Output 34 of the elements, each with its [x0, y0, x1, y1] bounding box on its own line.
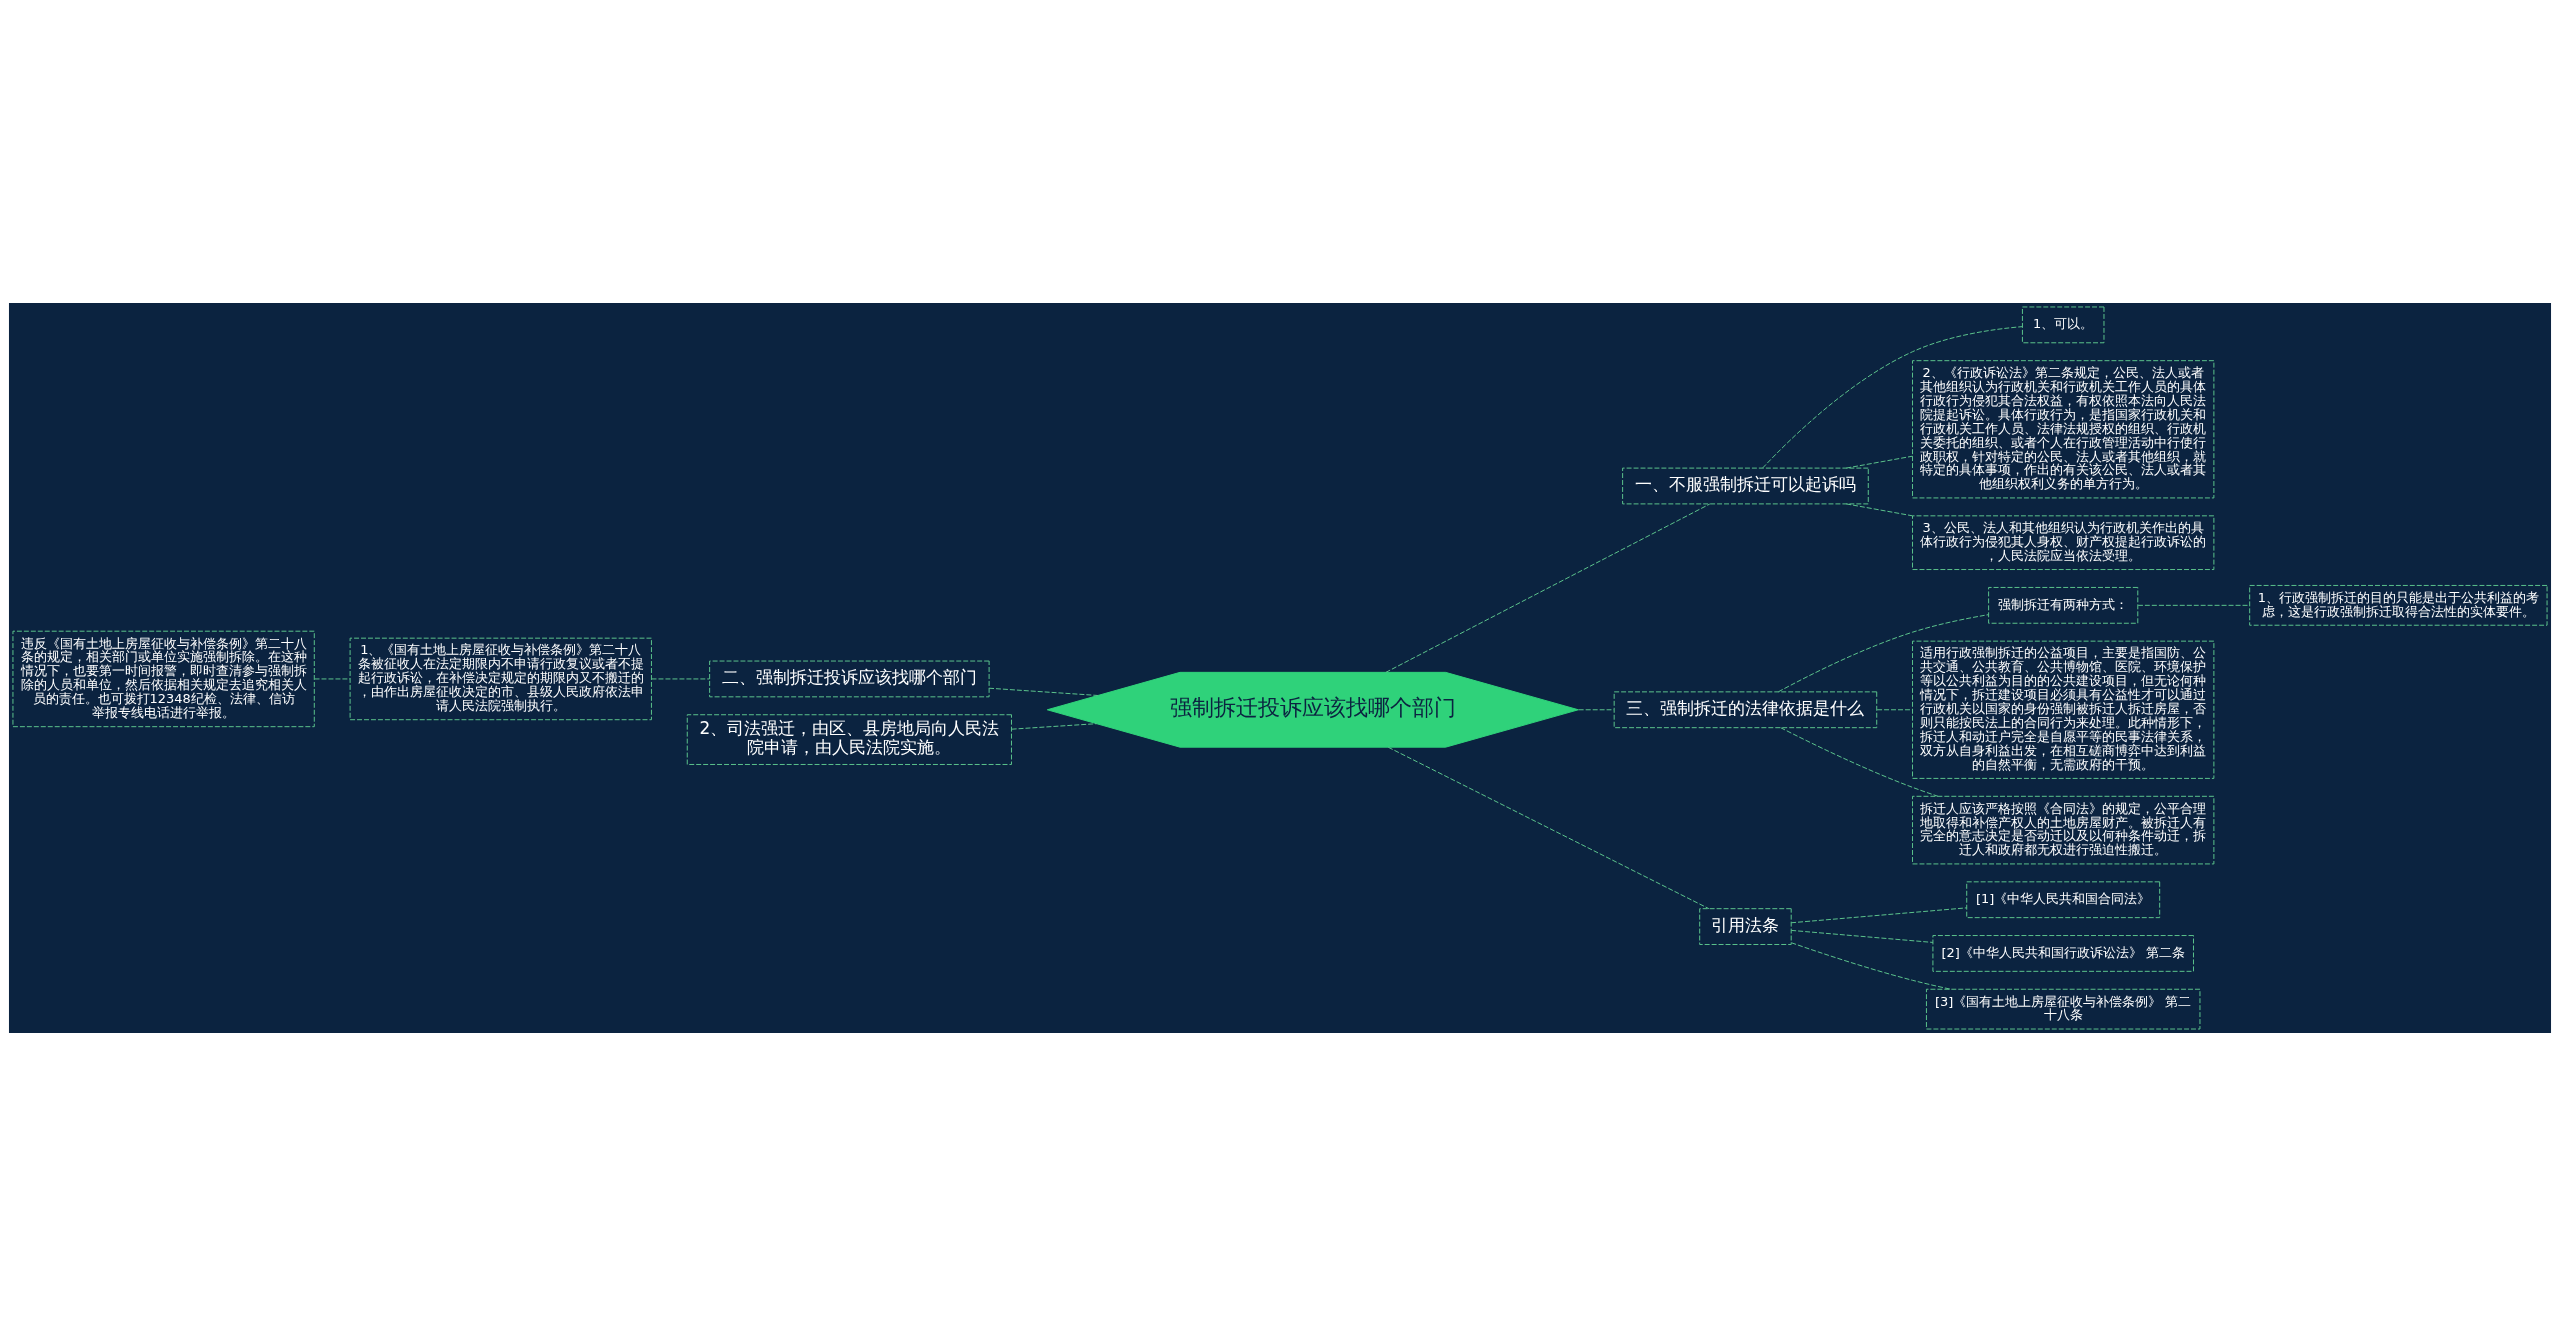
node-box: [1]《中华人民共和国合同法》 — [1966, 880, 2161, 918]
node-box: 三、强制拆迁的法律依据是什么 — [1613, 690, 1878, 728]
connector — [1790, 929, 1934, 943]
node-box: 3、公民、法人和其他组织认为行政机关作出的具体行政行为侵犯其人身权、财产权提起行政诉讼的，人民法院应当依法受理。 — [1912, 514, 2215, 570]
connector — [2137, 604, 2251, 606]
connector — [1780, 726, 1939, 797]
connector — [314, 677, 351, 679]
node-box: 2、《行政诉讼法》第二条规定，公民、法人或者其他组织认为行政机关和行政机关工作人员的具体行政行为侵犯其合法权益，有权依照本法向人民法院提起诉讼。具体行政行为，是指国家行政机关和行政机关工作人员、法律法规授权的组织、行政机关委托的组织、或者个人在行政管理活动中行使行政职权，针对特定的公民、法人或者其他组织，就特定的具体事项，作出的有关该公民、法人或者其他组织权利义务的单方行为。 — [1912, 359, 2215, 498]
connector — [1790, 906, 1968, 923]
node-box: 1、《国有土地上房屋征收与补偿条例》第二十八条被征收人在法定期限内不申请行政复议或者不提起行政诉讼，在补偿决定规定的期限内又不搬迁的，由作出房屋征收决定的市、县级人民政府依法申请人民法院强制执行。 — [349, 637, 652, 720]
node-box: 拆迁人应该严格按照《合同法》的规定，公平合理地取得和补偿产权人的土地房屋财产。被拆迁人有完全的意志决定是否动迁以及以何种条件动迁，拆迁人和政府都无权进行强迫性搬迁。 — [1912, 795, 2215, 864]
node-box: [2]《中华人民共和国行政诉讼法》 第二条 — [1932, 934, 2194, 972]
node-box: 二、强制拆迁投诉应该找哪个部门 — [709, 660, 990, 697]
node-box: 1、可以。 — [2021, 306, 2105, 343]
node-box: 适用行政强制拆迁的公益项目，主要是指国防、公共交通、公共教育、公共博物馆、医院、环境保护等以公共利益为目的的公共建设项目，但无论何种情况下，拆迁建设项目必须具有公益性才可以通过行政机关以国家的身份强制被拆迁人拆迁房屋，否则只能按民法上的合同行为来处理。此种情形下，拆迁人和动迁户完全是自愿平等的民事法律关系，双方从自身利益出发，在相互磋商博弈中达到利益的自然平衡，无需政府的干预。 — [1912, 640, 2215, 779]
connector — [1845, 455, 1913, 469]
connector — [1011, 722, 1098, 730]
connector — [1387, 746, 1710, 909]
node-box: 1、行政强制拆迁的目的只能是出于公共利益的考虑，这是行政强制拆迁取得合法性的实体要件。 — [2249, 584, 2548, 626]
node-box: 强制拆迁有两种方式： — [1988, 586, 2139, 624]
node-box: [3]《国有土地上房屋征收与补偿条例》 第二十八条 — [1925, 988, 2201, 1029]
node-box: 2、司法强迁，由区、县房地局向人民法院申请，由人民法院实施。 — [686, 713, 1012, 765]
connector — [651, 677, 710, 679]
connector — [1762, 325, 2023, 468]
connector — [1845, 502, 1913, 516]
connector — [988, 687, 1099, 696]
node-box: 引用法条 — [1699, 907, 1792, 945]
connector — [1578, 708, 1615, 710]
node-box: 违反《国有土地上房屋征收与补偿条例》第二十八条的规定，相关部门或单位实施强制拆除。在这种情况下，也要第一时间报警，即时查清参与强制拆除的人员和单位，然后依据相关规定去追究相关人员的责任。也可拨打12348纪检、法律、信访举报专线电话进行举报。 — [12, 630, 315, 727]
connector — [1790, 941, 1952, 990]
connector — [1876, 708, 1913, 710]
connector — [1385, 503, 1711, 673]
node-box: 一、不服强制拆迁可以起诉吗 — [1622, 467, 1869, 504]
connector — [1778, 613, 1990, 692]
